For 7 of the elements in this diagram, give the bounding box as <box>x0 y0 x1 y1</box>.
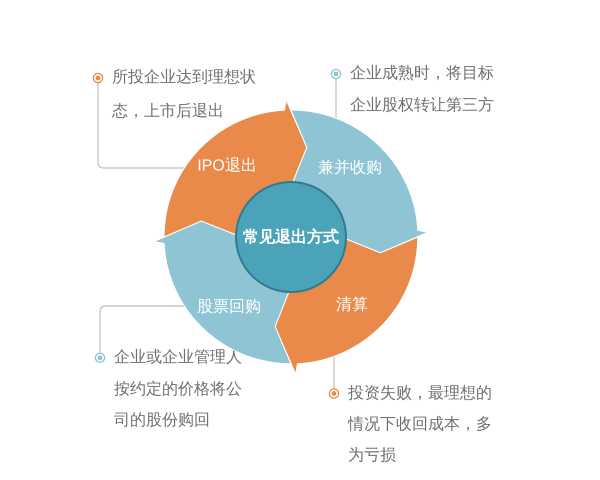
leader-line <box>330 68 342 118</box>
description-text: 投资失败，最理想的情况下收回成本，多为亏损 <box>334 378 498 471</box>
leader-line <box>92 72 184 169</box>
leader-line <box>94 305 184 363</box>
leader-line <box>328 356 340 399</box>
description-text: 企业或企业管理人按约定的价格将公司的股份购回 <box>100 342 248 436</box>
description-text: 所投企业达到理想状态，上市后退出 <box>98 61 262 129</box>
